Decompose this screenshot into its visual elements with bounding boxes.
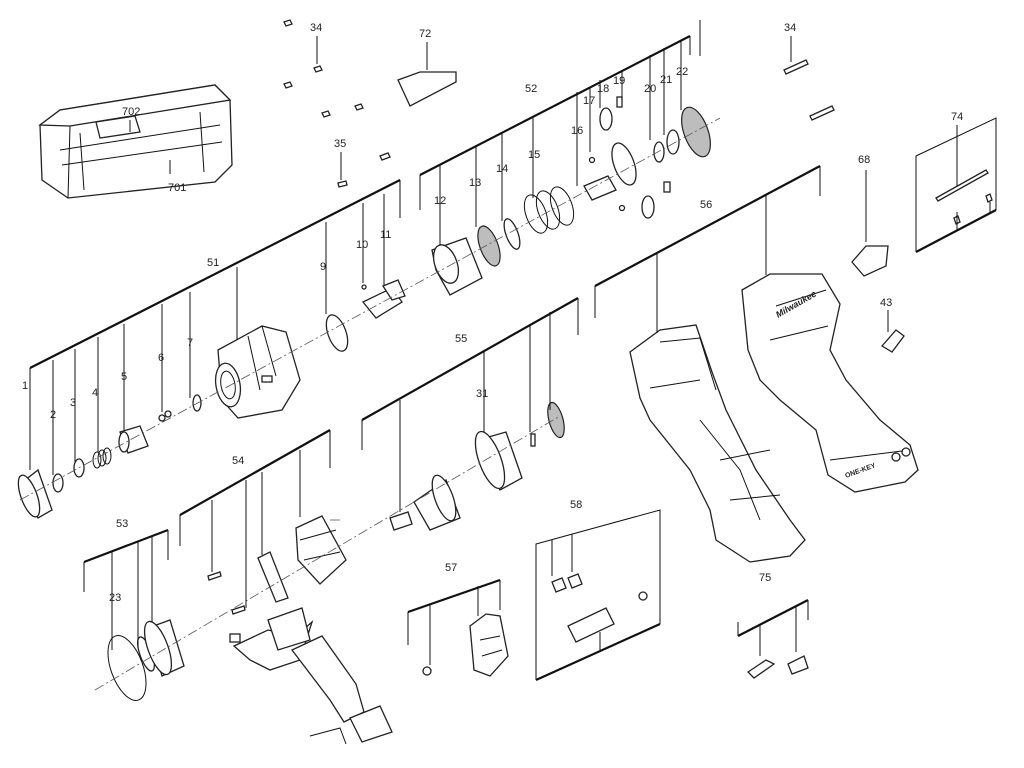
right-housing-part (741, 273, 919, 493)
terminal-block-part (567, 607, 615, 643)
clip-part (880, 329, 905, 353)
part-number-label: 19 (613, 75, 625, 87)
sleeve-part (118, 425, 149, 454)
part-number-label: 54 (232, 455, 244, 467)
washer-part (422, 666, 432, 676)
part-number-label: 13 (469, 177, 481, 189)
thrust-washer-part (477, 225, 501, 267)
planet-gear-part (599, 107, 613, 131)
part-number-label: 75 (759, 572, 771, 584)
part-number-label: 18 (597, 83, 609, 95)
part-number-label: 2 (50, 409, 56, 421)
screw-part (231, 605, 246, 615)
part-number-label: 701 (168, 182, 186, 194)
planet-gear-part (641, 195, 655, 219)
part-number-label: 17 (583, 95, 595, 107)
rod-part (935, 169, 993, 225)
part-number-label: 34 (310, 22, 322, 34)
assembly-axes (19, 117, 721, 691)
part-number-label: 702 (122, 106, 140, 118)
anvil-part (361, 279, 406, 319)
part-number-label: 20 (644, 83, 656, 95)
part-number-label: 10 (356, 239, 368, 251)
part-number-label: 68 (858, 154, 870, 166)
label-plate-part (397, 71, 457, 107)
part-number-label: 34 (784, 22, 796, 34)
hammer-part (431, 237, 483, 296)
part-number-label: 43 (880, 297, 892, 309)
spring-part (92, 447, 112, 469)
part-number-label: 51 (207, 257, 219, 269)
part-number-label: 4 (92, 387, 98, 399)
part-number-label: 21 (660, 74, 672, 86)
part-number-label: 31 (476, 388, 488, 400)
part-number-label: 12 (434, 195, 446, 207)
part-number-label: 53 (116, 518, 128, 530)
trigger-part (229, 607, 314, 671)
part-number-label: 14 (496, 163, 508, 175)
left-housing-part (629, 324, 806, 563)
ball-part (618, 204, 626, 212)
end-cap-part (143, 619, 185, 677)
washer-part (503, 218, 521, 250)
pin-part (616, 96, 623, 108)
latch-part (746, 659, 776, 679)
screw-part (207, 571, 222, 581)
latch-part (787, 655, 809, 675)
part-number-label: 1 (22, 380, 28, 392)
battery-release-part (469, 613, 509, 677)
part-number-label: 35 (334, 138, 346, 150)
hammer-case-part (214, 325, 301, 419)
part-number-label: 16 (571, 125, 583, 137)
part-number-label: 5 (121, 371, 127, 383)
washer-part (52, 473, 64, 493)
contact-part (567, 573, 583, 589)
pin-part (663, 181, 671, 193)
ring-part (653, 141, 665, 163)
pin-part (530, 433, 536, 447)
contact-part (551, 577, 567, 593)
carry-case-part (38, 84, 233, 199)
part-number-label: 52 (525, 83, 537, 95)
part-number-label: 22 (676, 66, 688, 78)
bracket-part (851, 245, 889, 277)
nose-cone-part (17, 468, 53, 519)
part-number-label: 57 (445, 562, 457, 574)
part-number-label: 58 (570, 499, 582, 511)
ring-gear-part (681, 106, 711, 158)
leader-lines (29, 20, 997, 682)
bearing-part (666, 129, 680, 155)
part-number-label: 72 (419, 28, 431, 40)
screw-part (283, 19, 835, 188)
spindle-part (583, 142, 637, 201)
part-number-label: 6 (158, 352, 164, 364)
part-number-label: 56 (700, 199, 712, 211)
part-number-label: 74 (951, 111, 963, 123)
gear-plate-part (474, 430, 523, 491)
ball-part (158, 410, 172, 422)
part-number-label: 15 (528, 149, 540, 161)
control-board-part (290, 635, 393, 745)
part-number-label: 7 (187, 337, 193, 349)
fan-part (547, 401, 565, 439)
part-number-label: 9 (320, 261, 326, 273)
washer-part (638, 591, 648, 601)
part-number-label: 55 (455, 333, 467, 345)
ball-part (361, 284, 367, 290)
part-number-label: 3 (70, 397, 76, 409)
part-number-labels: 1 2 3 4 5 6 7 9 10 11 12 13 14 15 16 17 … (22, 22, 963, 604)
part-number-label: 23 (109, 592, 121, 604)
spring-clip-part (257, 551, 289, 603)
switch-assembly-part (295, 515, 347, 585)
motor-part (389, 474, 461, 531)
part-number-label: 11 (380, 229, 391, 241)
spring-part (523, 186, 575, 234)
